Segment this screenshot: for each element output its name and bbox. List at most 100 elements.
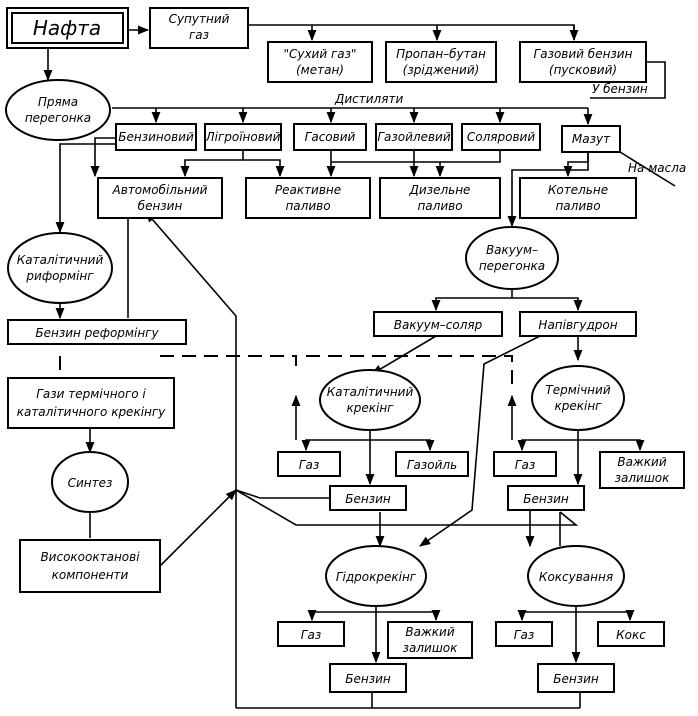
dry-gas-line2: (метан) — [296, 63, 344, 77]
cat-cracking-gas-box — [277, 451, 341, 477]
thermal-cracking-gas-label: Газ — [515, 458, 535, 472]
coking-ellipse — [527, 545, 625, 607]
reforming-gasoline-label: Бензин реформінгу — [35, 326, 159, 340]
coking-label: Коксування — [539, 570, 613, 584]
boiler-fuel-line1: Котельне — [548, 183, 608, 197]
diesel-fuel-box — [379, 177, 501, 219]
catalytic-reforming-ellipse — [7, 232, 113, 304]
thermal-cracking-gasoline-box — [507, 485, 585, 511]
hydrocracking-gas-label: Газ — [301, 628, 321, 642]
cracking-gases-line1: Гази термічного і — [36, 387, 146, 401]
coking-gas-box — [495, 621, 553, 647]
gasoline-fraction-box — [115, 123, 197, 151]
mazut-box — [561, 125, 621, 153]
gasoil-box — [395, 451, 469, 477]
dry-gas-line1: "Сухий газ" — [283, 47, 356, 61]
associated-gas-box — [149, 7, 249, 49]
ligroin-fraction-label: Лігроїновий — [205, 130, 281, 144]
semi-tar-label: Напівгудрон — [538, 318, 617, 332]
oil-box-inner — [11, 12, 124, 44]
thermal-cracking-line1: Термічний — [545, 383, 610, 397]
coking-gas-label: Газ — [514, 628, 534, 642]
vacuum-distillation-line2: перегонка — [479, 259, 545, 273]
connector-lines — [43, 24, 676, 709]
synthesis-ellipse — [51, 451, 129, 513]
gasoil-fraction-box — [375, 123, 453, 151]
semi-tar-box — [519, 311, 637, 337]
cracking-gases-line2: каталітичного крекінгу — [17, 405, 166, 419]
kerosene-fraction-label: Гасовий — [305, 130, 356, 144]
tc-heavy-residue-box — [599, 451, 685, 489]
auto-gasoline-line2: бензин — [138, 199, 183, 213]
mazut-label: Мазут — [572, 132, 611, 146]
coke-box — [597, 621, 665, 647]
propane-butane-line1: Пропан–бутан — [396, 47, 486, 61]
kerosene-fraction-box — [293, 123, 367, 151]
hydrocracking-gasoline-label: Бензин — [345, 672, 391, 686]
hydrocracking-gas-box — [277, 621, 345, 647]
oil-label: Нафта — [33, 16, 101, 40]
vacuum-solar-label: Вакуум–соляр — [394, 318, 483, 332]
coke-label: Кокс — [616, 628, 646, 642]
vacuum-solar-box — [373, 311, 503, 337]
straight-run-line1: Пряма — [38, 95, 78, 109]
catalytic-reforming-line1: Каталітичний — [17, 253, 104, 267]
gasoil-fraction-label: Газойлевий — [377, 130, 450, 144]
propane-butane-line2: (зріджений) — [403, 63, 480, 77]
hc-heavy-residue-line1: Важкий — [405, 625, 454, 639]
cracking-gases-box — [7, 377, 175, 429]
diesel-fuel-line1: Дизельне — [409, 183, 471, 197]
hc-heavy-residue-line2: залишок — [403, 641, 459, 655]
cat-cracking-gasoline-box — [329, 485, 407, 511]
boiler-fuel-box — [519, 177, 637, 219]
gasoline-fraction-label: Бензиновий — [118, 130, 194, 144]
boiler-fuel-line2: паливо — [555, 199, 600, 213]
hydrocracking-ellipse — [325, 545, 427, 607]
tc-heavy-residue-line1: Важкий — [617, 455, 666, 469]
distillates-label: Дистиляти — [334, 92, 403, 106]
catalytic-cracking-ellipse — [319, 369, 421, 431]
cat-cracking-gasoline-label: Бензин — [345, 492, 391, 506]
jet-fuel-line1: Реактивне — [275, 183, 341, 197]
straight-run-ellipse — [5, 79, 111, 141]
vacuum-distillation-line1: Вакуум– — [486, 243, 538, 257]
hydrocracking-gasoline-box — [329, 663, 407, 693]
gas-gasoline-box — [519, 41, 647, 83]
hc-heavy-residue-box — [387, 621, 473, 659]
dry-gas-box — [267, 41, 373, 83]
straight-run-line2: перегонка — [25, 111, 91, 125]
gas-gasoline-line1: Газовий бензин — [534, 47, 633, 61]
reforming-gasoline-box — [7, 319, 187, 345]
to-gasoline-label: У бензин — [592, 82, 648, 96]
hydrocracking-label: Гідрокрекінг — [336, 570, 417, 584]
thermal-cracking-gasoline-label: Бензин — [523, 492, 569, 506]
diesel-fuel-line2: паливо — [417, 199, 462, 213]
catalytic-cracking-line1: Каталітичний — [327, 385, 414, 399]
gasoil-label: Газойль — [407, 458, 457, 472]
high-octane-box — [19, 539, 161, 593]
auto-gasoline-line1: Автомобільний — [112, 183, 208, 197]
jet-fuel-line2: паливо — [285, 199, 330, 213]
gas-gasoline-line2: (пусковий) — [549, 63, 617, 77]
tc-heavy-residue-line2: залишок — [615, 471, 671, 485]
auto-gasoline-box — [97, 177, 223, 219]
ligroin-fraction-box — [204, 123, 282, 151]
jet-fuel-box — [245, 177, 371, 219]
propane-butane-box — [385, 41, 497, 83]
to-oils-label: На масла — [628, 161, 686, 175]
synthesis-label: Синтез — [68, 476, 113, 490]
coking-gasoline-label: Бензин — [553, 672, 599, 686]
cat-cracking-gas-label: Газ — [299, 458, 319, 472]
solar-fraction-label: Соляровий — [467, 130, 535, 144]
high-octane-line2: компоненти — [52, 568, 129, 582]
coking-gasoline-box — [537, 663, 615, 693]
associated-gas-line2: газ — [189, 28, 209, 42]
thermal-cracking-line2: крекінг — [555, 399, 603, 413]
solar-fraction-box — [461, 123, 541, 151]
thermal-cracking-gas-box — [493, 451, 557, 477]
catalytic-cracking-line2: крекінг — [347, 401, 395, 415]
thermal-cracking-ellipse — [531, 365, 625, 431]
catalytic-reforming-line2: риформінг — [25, 269, 94, 283]
